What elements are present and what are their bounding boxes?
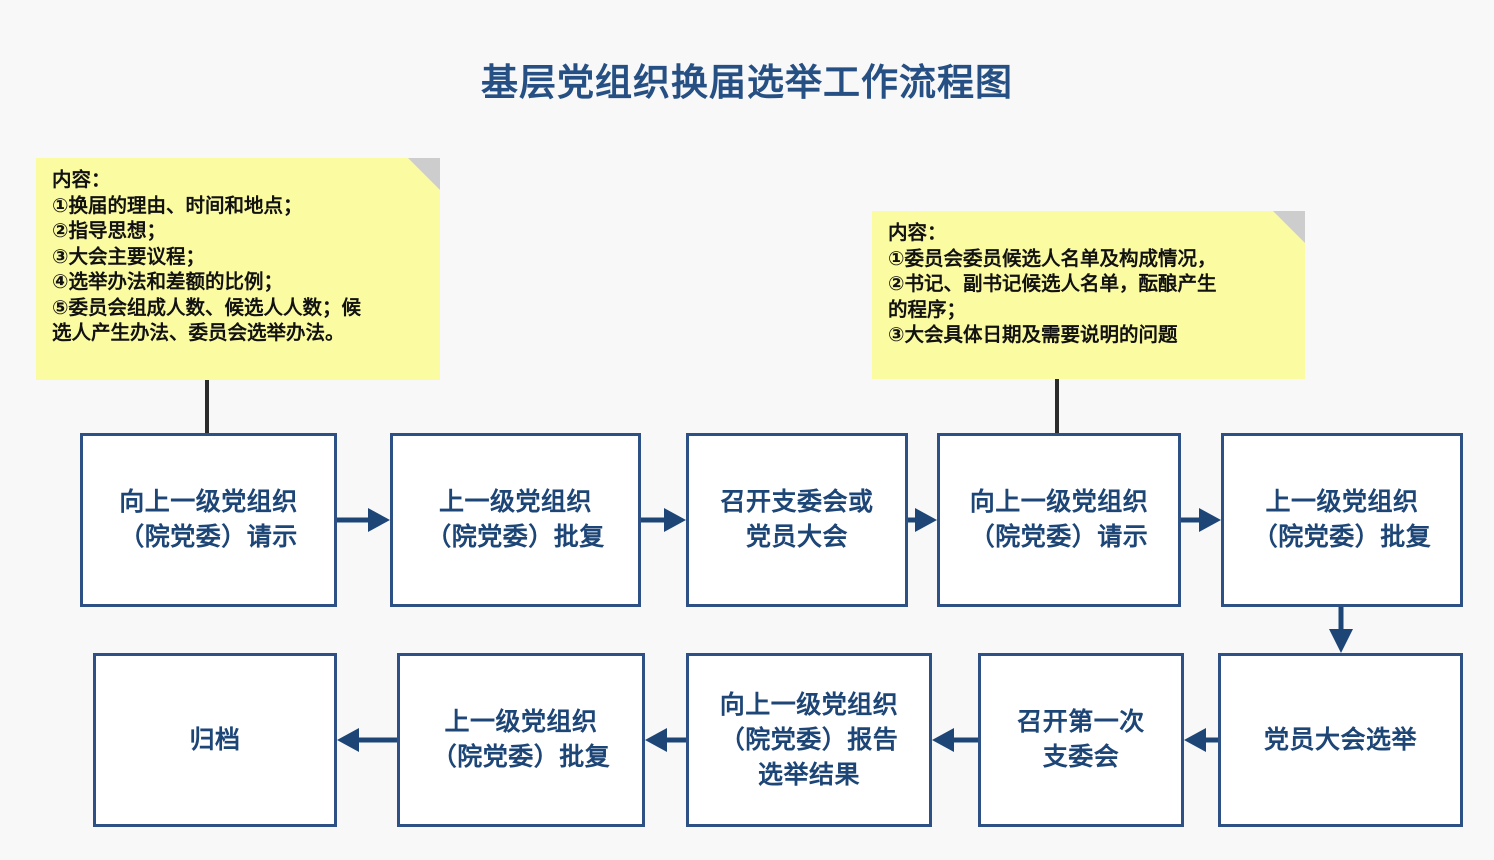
arrow-step9-to-step10 — [337, 728, 397, 752]
note-left-connector — [205, 380, 209, 433]
arrow-step5-to-step6 — [1329, 607, 1353, 653]
note-right: 内容： ①委员会委员候选人名单及构成情况， ②书记、副书记候选人名单，酝酿产生 … — [872, 211, 1305, 379]
process-box-step-3[interactable]: 召开支委会或 党员大会 — [686, 433, 908, 607]
arrow-step8-to-step9 — [645, 728, 686, 752]
note-line: ①委员会委员候选人名单及构成情况， — [888, 247, 1217, 270]
process-box-step-10[interactable]: 归档 — [93, 653, 337, 827]
note-line: 的程序； — [888, 298, 967, 321]
process-box-step-6[interactable]: 党员大会选举 — [1218, 653, 1463, 827]
arrow-step3-to-step4 — [908, 508, 937, 532]
arrow-step4-to-step5 — [1181, 508, 1221, 532]
process-box-label: 上一级党组织 （院党委）批复 — [426, 488, 605, 551]
arrow-step1-to-step2 — [337, 508, 390, 532]
process-box-step-9[interactable]: 上一级党组织 （院党委）批复 — [397, 653, 645, 827]
note-fold-icon — [1273, 211, 1305, 243]
process-box-step-5[interactable]: 上一级党组织 （院党委）批复 — [1221, 433, 1463, 607]
note-line: ④选举办法和差额的比例； — [52, 271, 284, 293]
process-box-label: 向上一级党组织 （院党委）请示 — [969, 488, 1149, 551]
note-line: 内容： — [888, 222, 947, 244]
note-left: 内容： ①换届的理由、时间和地点； ②指导思想； ③大会主要议程； ④选举办法和… — [36, 158, 440, 380]
note-line: 内容： — [52, 169, 111, 191]
process-box-label: 向上一级党组织 （院党委）请示 — [119, 488, 298, 551]
note-line: ①换届的理由、时间和地点； — [52, 194, 303, 217]
note-right-connector — [1055, 379, 1059, 433]
page-title: 基层党组织换届选举工作流程图 — [481, 62, 1013, 103]
process-box-step-1[interactable]: 向上一级党组织 （院党委）请示 — [80, 433, 337, 607]
process-box-step-7[interactable]: 召开第一次 支委会 — [978, 653, 1184, 827]
process-box-label: 上一级党组织 （院党委）批复 — [431, 708, 611, 771]
note-line: ⑤委员会组成人数、候选人人数；候 — [52, 296, 362, 319]
note-fold-icon — [408, 158, 440, 190]
arrow-step7-to-step8 — [932, 728, 978, 752]
process-box-label: 召开支委会或 党员大会 — [720, 488, 874, 551]
note-line: ③大会主要议程； — [52, 245, 206, 268]
arrow-step6-to-step7 — [1184, 728, 1218, 752]
process-box-label: 召开第一次 支委会 — [1017, 708, 1145, 771]
process-box-step-2[interactable]: 上一级党组织 （院党委）批复 — [390, 433, 641, 607]
note-line: ②书记、副书记候选人名单，酝酿产生 — [888, 273, 1217, 295]
process-box-label: 向上一级党组织 （院党委）报告 选举结果 — [719, 690, 899, 789]
process-box-label: 党员大会选举 — [1263, 725, 1417, 754]
process-box-label: 上一级党组织 （院党委）批复 — [1252, 488, 1432, 551]
note-line: ②指导思想； — [52, 220, 167, 242]
note-line: 选人产生办法、委员会选举办法。 — [52, 322, 345, 344]
process-box-step-4[interactable]: 向上一级党组织 （院党委）请示 — [937, 433, 1181, 607]
note-line: ③大会具体日期及需要说明的问题 — [888, 324, 1178, 346]
process-box-step-8[interactable]: 向上一级党组织 （院党委）报告 选举结果 — [686, 653, 932, 827]
arrow-step2-to-step3 — [641, 508, 686, 532]
process-box-label: 归档 — [189, 725, 241, 754]
